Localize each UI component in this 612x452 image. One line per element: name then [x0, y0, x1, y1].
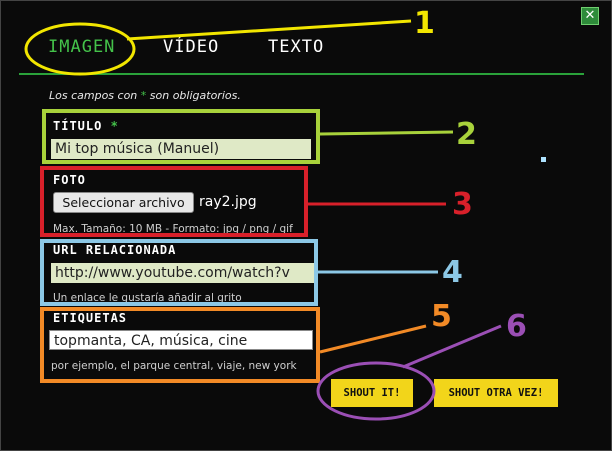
callout-box-2 [42, 109, 320, 164]
callout-number-3: 3 [452, 187, 473, 222]
callout-ellipse-1 [24, 22, 136, 76]
shout-it-button[interactable]: SHOUT IT! [331, 379, 413, 407]
tab-imagen[interactable]: IMAGEN [48, 37, 116, 57]
callout-number-6: 6 [506, 309, 527, 344]
callout-box-4 [40, 239, 318, 306]
title-label: TÍTULO * [53, 119, 119, 133]
callout-line-6 [402, 324, 502, 369]
tags-label: ETIQUETAS [53, 311, 128, 325]
tags-hint: por ejemplo, el parque central, viaje, n… [51, 360, 297, 372]
callout-line-5 [319, 324, 427, 354]
decorative-dot [541, 157, 546, 162]
callout-box-3 [40, 166, 308, 237]
url-input[interactable]: http://www.youtube.com/watch?v [51, 263, 314, 283]
callout-box-5 [40, 307, 320, 383]
callout-line-1 [126, 19, 412, 41]
selected-file-name: ray2.jpg [199, 194, 257, 210]
callout-ellipse-6 [316, 361, 436, 421]
callout-number-2: 2 [456, 117, 477, 152]
photo-hint: Max. Tamaño: 10 MB - Formato: jpg / png … [53, 223, 293, 235]
callout-line-2 [319, 130, 454, 136]
select-file-button[interactable]: Seleccionar archivo [53, 192, 194, 213]
callout-number-1: 1 [414, 6, 435, 41]
title-input[interactable]: Mi top música (Manuel) [51, 139, 311, 159]
url-label: URL RELACIONADA [53, 243, 177, 257]
callout-number-4: 4 [442, 255, 463, 290]
required-note: Los campos con * son obligatorios. [49, 89, 241, 102]
url-hint: Un enlace le gustaría añadir al grito [53, 292, 242, 304]
photo-label: FOTO [53, 173, 86, 187]
close-icon[interactable]: ✕ [581, 7, 599, 25]
shout-again-button[interactable]: SHOUT OTRA VEZ! [434, 379, 558, 407]
tab-texto[interactable]: TEXTO [268, 37, 325, 57]
tab-video[interactable]: VÍDEO [163, 37, 220, 57]
callout-number-5: 5 [431, 299, 452, 334]
tags-input[interactable]: topmanta, CA, música, cine [49, 330, 313, 350]
tab-underline [19, 73, 584, 75]
